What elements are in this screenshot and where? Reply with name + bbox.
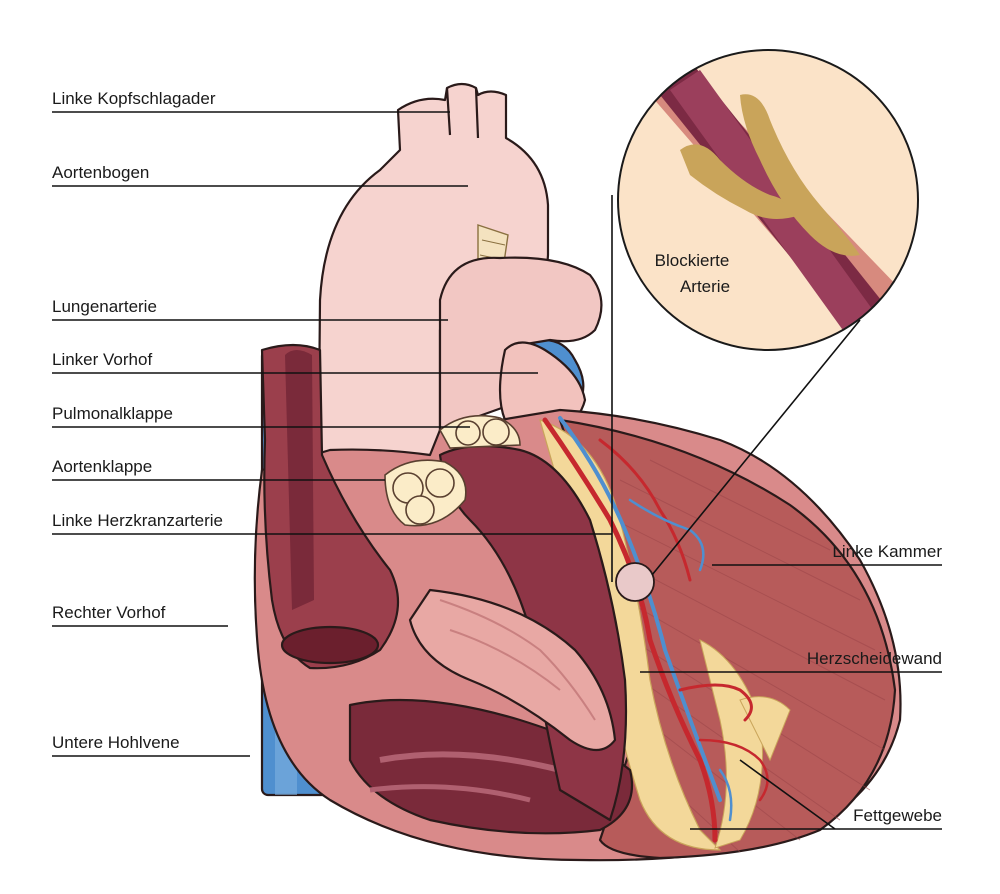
labels: Linke Kopfschlagader Aortenbogen Lungena… bbox=[52, 89, 942, 825]
label-linke-kopfschlagader: Linke Kopfschlagader bbox=[52, 89, 216, 108]
pulmonary-valve-drawing bbox=[438, 414, 521, 449]
label-aortenklappe: Aortenklappe bbox=[52, 457, 152, 476]
label-linke-herzkranzarterie: Linke Herzkranzarterie bbox=[52, 511, 223, 530]
blockage-marker bbox=[615, 562, 655, 602]
inset-magnifier: Blockierte Arterie bbox=[611, 49, 919, 582]
leader-lines bbox=[52, 111, 942, 830]
inset-label-line2: Arterie bbox=[680, 277, 730, 296]
label-pulmonalklappe: Pulmonalklappe bbox=[52, 404, 173, 423]
label-rechter-vorhof: Rechter Vorhof bbox=[52, 603, 166, 622]
label-fettgewebe: Fettgewebe bbox=[853, 806, 942, 825]
inset-label-line1: Blockierte bbox=[655, 251, 730, 270]
label-aortenbogen: Aortenbogen bbox=[52, 163, 149, 182]
label-linke-kammer: Linke Kammer bbox=[832, 542, 942, 561]
label-linker-vorhof: Linker Vorhof bbox=[52, 350, 152, 369]
label-herzscheidewand: Herzscheidewand bbox=[807, 649, 942, 668]
pulmonary-artery-drawing bbox=[438, 256, 603, 432]
label-lungenarterie: Lungenarterie bbox=[52, 297, 157, 316]
label-untere-hohlvene: Untere Hohlvene bbox=[52, 733, 180, 752]
aortic-valve-drawing bbox=[384, 459, 467, 527]
